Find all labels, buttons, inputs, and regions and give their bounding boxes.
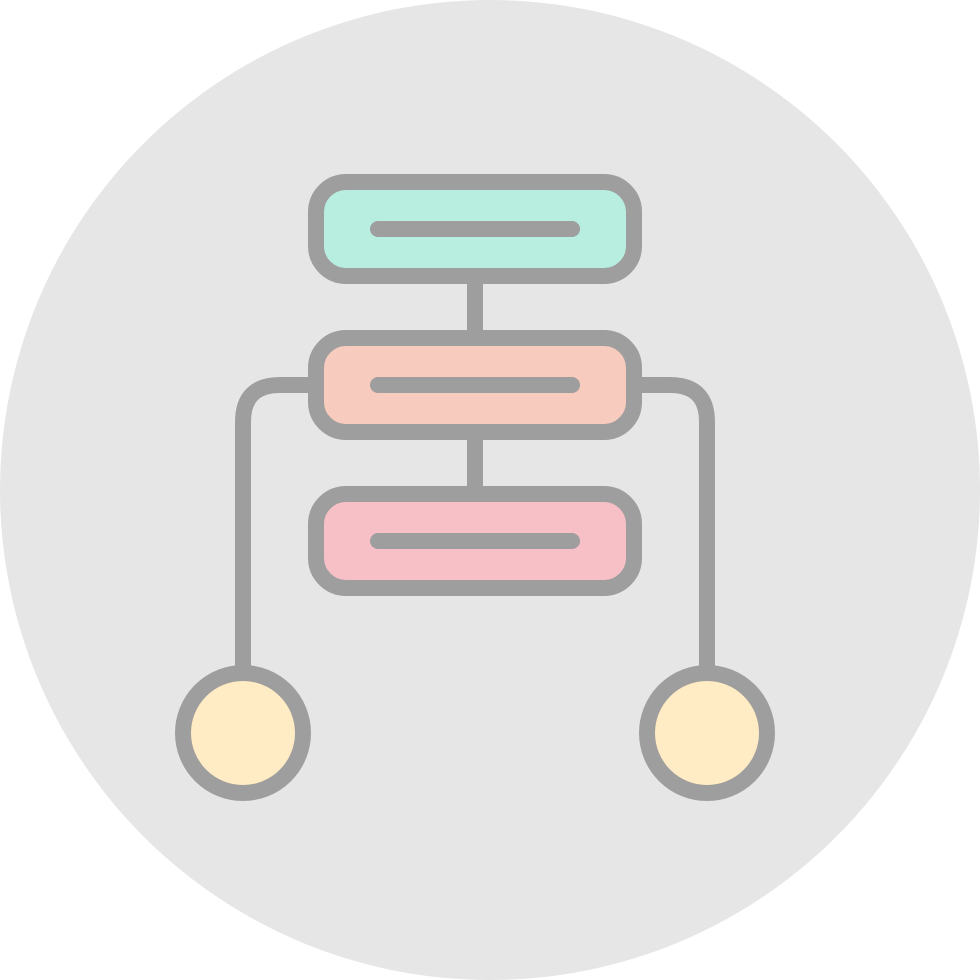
- end-nodes: [175, 665, 775, 801]
- right-node-circle: [639, 665, 775, 801]
- box-label-lines: [370, 221, 580, 549]
- hierarchy-boxes: [308, 174, 642, 596]
- connector-lines: [235, 268, 715, 676]
- connector-left-branch: [235, 377, 324, 676]
- connector-right-branch: [626, 377, 715, 676]
- left-node-circle: [175, 665, 311, 801]
